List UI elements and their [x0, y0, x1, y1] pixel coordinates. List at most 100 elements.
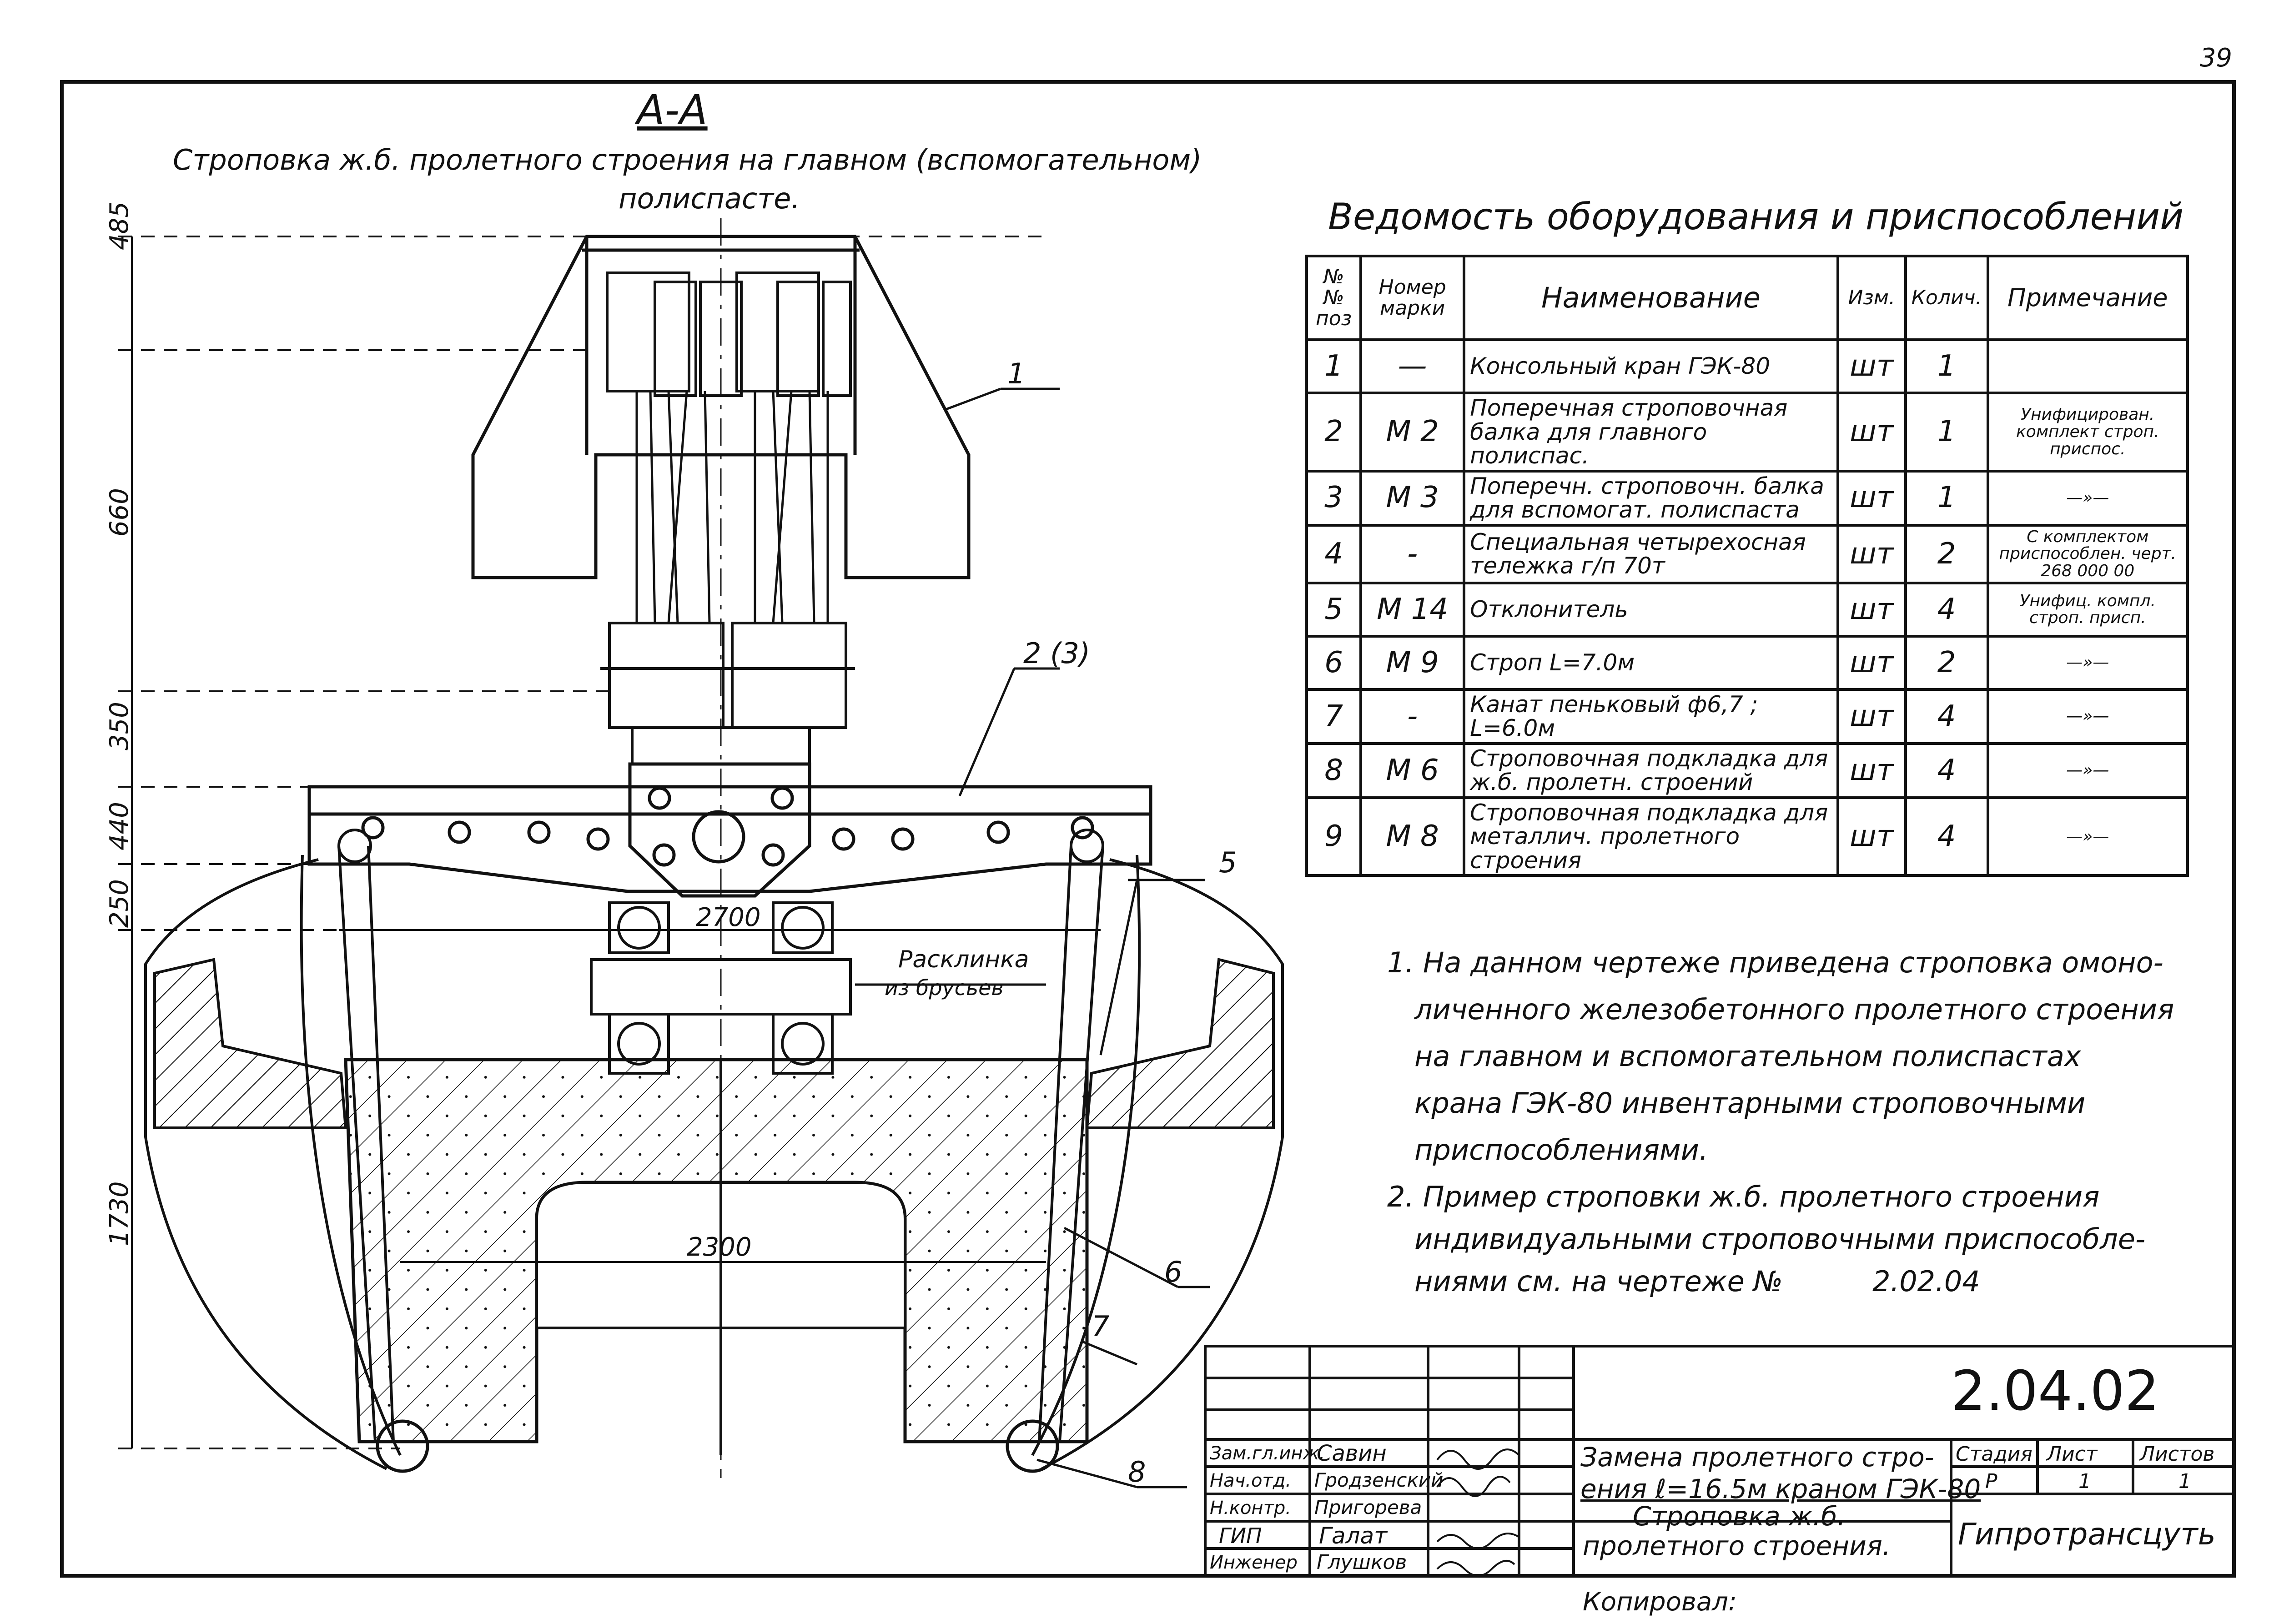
- hoist-ropes: [635, 391, 829, 623]
- crane-body: [471, 235, 971, 579]
- title-line2: ения ℓ=16.5м краном ГЭК-80: [1580, 1473, 1981, 1504]
- cell-name: Консольный кран ГЭК-80: [1463, 338, 1839, 394]
- header-pos: № № поз: [1305, 255, 1363, 341]
- callout-6: 6: [1164, 1255, 1182, 1288]
- dim-660: 660: [105, 488, 134, 537]
- wedge-label-line2: из брусьев: [885, 975, 1004, 1000]
- cell-note: —»—: [1986, 742, 2189, 799]
- note-line: 2. Пример строповки ж.б. пролетного стро…: [1387, 1180, 2100, 1213]
- note-line: крана ГЭК-80 инвентарными строповочными: [1414, 1086, 2086, 1120]
- copied-label: Копировал:: [1583, 1587, 1737, 1617]
- dim-1730: 1730: [105, 1181, 134, 1246]
- cell-name: Строп L=7.0м: [1463, 634, 1839, 691]
- cell-qty: 4: [1904, 796, 1989, 877]
- cell-note: —»—: [1986, 796, 2189, 877]
- cell-qty: 1: [1904, 338, 1989, 394]
- sling-pads: [376, 1419, 1059, 1473]
- note-line: приспособлениями.: [1414, 1133, 1708, 1166]
- cell-name: Поперечн. строповочн. балка для вспомога…: [1463, 469, 1839, 527]
- cell-mark: -: [1359, 688, 1466, 745]
- cell-note: —»—: [1986, 469, 2189, 527]
- stage-value: Р: [1985, 1470, 1997, 1493]
- subtitle-line1: Строповка ж.б.: [1633, 1501, 1846, 1532]
- dim-2700: 2700: [696, 903, 761, 932]
- callout-leaders: [855, 387, 1210, 1488]
- cell-unit: шт: [1836, 392, 1907, 473]
- title-line1: Замена пролетного стро-: [1580, 1442, 1934, 1473]
- cell-unit: шт: [1836, 469, 1907, 527]
- cell-qty: 2: [1904, 634, 1989, 691]
- section-caption-line2: полиспасте.: [619, 182, 800, 215]
- dim-485: 485: [105, 201, 134, 250]
- cell-mark: М 2: [1359, 392, 1466, 473]
- sheets-value: 1: [2178, 1470, 2191, 1493]
- sheet-frame: [60, 80, 2236, 1578]
- sig-role: Инженер: [1210, 1552, 1298, 1573]
- callout-1: 1: [1007, 357, 1026, 390]
- cell-unit: шт: [1836, 634, 1907, 691]
- cell-qty: 4: [1904, 581, 1989, 638]
- sig-name: Савин: [1317, 1441, 1387, 1466]
- cell-note: Унифиц. компл. строп. присп.: [1986, 581, 2189, 638]
- lifting-beam: [307, 762, 1152, 898]
- dim-250: 250: [105, 879, 134, 928]
- equipment-table-header: № № поз Номер марки Наименование Изм. Ко…: [1305, 255, 2189, 341]
- table-row: 4-Специальная четырехосная тележка г/п 7…: [1305, 523, 2189, 584]
- organization: Гипротрансцуть: [1958, 1517, 2216, 1552]
- dim-2300: 2300: [687, 1232, 752, 1262]
- section-label: А-А: [637, 86, 708, 134]
- header-note: Примечание: [1986, 255, 2189, 341]
- cell-pos: 8: [1305, 742, 1363, 799]
- sig-role: Зам.гл.инж.: [1210, 1443, 1325, 1464]
- header-qty: Колич.: [1904, 255, 1989, 341]
- dimension-lines: [118, 218, 1101, 1478]
- cell-qty: 4: [1904, 742, 1989, 799]
- cell-mark: М 8: [1359, 796, 1466, 877]
- outer-rope: [144, 858, 1284, 1470]
- section-caption-line1: Строповка ж.б. пролетного строения на гл…: [173, 143, 1202, 176]
- note-line: индивидуальными строповочными приспособл…: [1414, 1222, 2146, 1256]
- cell-name: Отклонитель: [1463, 581, 1839, 638]
- sig-role: ГИП: [1219, 1523, 1262, 1548]
- cell-mark: М 9: [1359, 634, 1466, 691]
- note-line: на главном и вспомогательном полиспастах: [1414, 1040, 2081, 1073]
- cell-note: —»—: [1986, 634, 2189, 691]
- cell-unit: шт: [1836, 796, 1907, 877]
- sig-name: Пригорева: [1314, 1496, 1422, 1518]
- cell-pos: 4: [1305, 523, 1363, 584]
- cell-note: [1986, 338, 2189, 394]
- cell-unit: шт: [1836, 523, 1907, 584]
- callout-7: 7: [1092, 1310, 1110, 1343]
- note-line: личенного железобетонного пролетного стр…: [1414, 993, 2174, 1026]
- cell-pos: 3: [1305, 469, 1363, 527]
- dim-350: 350: [105, 702, 134, 750]
- cell-mark: М 3: [1359, 469, 1466, 527]
- notes-block: 1. На данном чертеже приведена строповка…: [1387, 946, 2174, 1298]
- cell-unit: шт: [1836, 338, 1907, 394]
- wedge-label-line1: Расклинка: [898, 946, 1029, 973]
- equipment-table: № № поз Номер марки Наименование Изм. Ко…: [1305, 255, 2189, 877]
- cell-pos: 6: [1305, 634, 1363, 691]
- cell-note: Унифицирован. комплект строп. приспос.: [1986, 392, 2189, 473]
- cell-pos: 5: [1305, 581, 1363, 638]
- sig-role: Нач.отд.: [1210, 1470, 1292, 1491]
- cell-pos: 2: [1305, 392, 1363, 473]
- header-name: Наименование: [1463, 255, 1839, 341]
- page-number: 39: [2199, 43, 2232, 73]
- callout-2-3: 2 (3): [1023, 637, 1090, 670]
- stage-label: Стадия: [1956, 1443, 2033, 1466]
- sig-role: Н.контр.: [1210, 1498, 1291, 1518]
- sig-name: Гродзенский: [1314, 1469, 1444, 1491]
- note-line: 1. На данном чертеже приведена строповка…: [1387, 946, 2163, 979]
- cell-mark: М 14: [1359, 581, 1466, 638]
- cell-name: Строповочная подкладка для металлич. про…: [1463, 796, 1839, 877]
- sig-name: Галат: [1319, 1523, 1388, 1549]
- upper-sheave-block: [606, 272, 852, 397]
